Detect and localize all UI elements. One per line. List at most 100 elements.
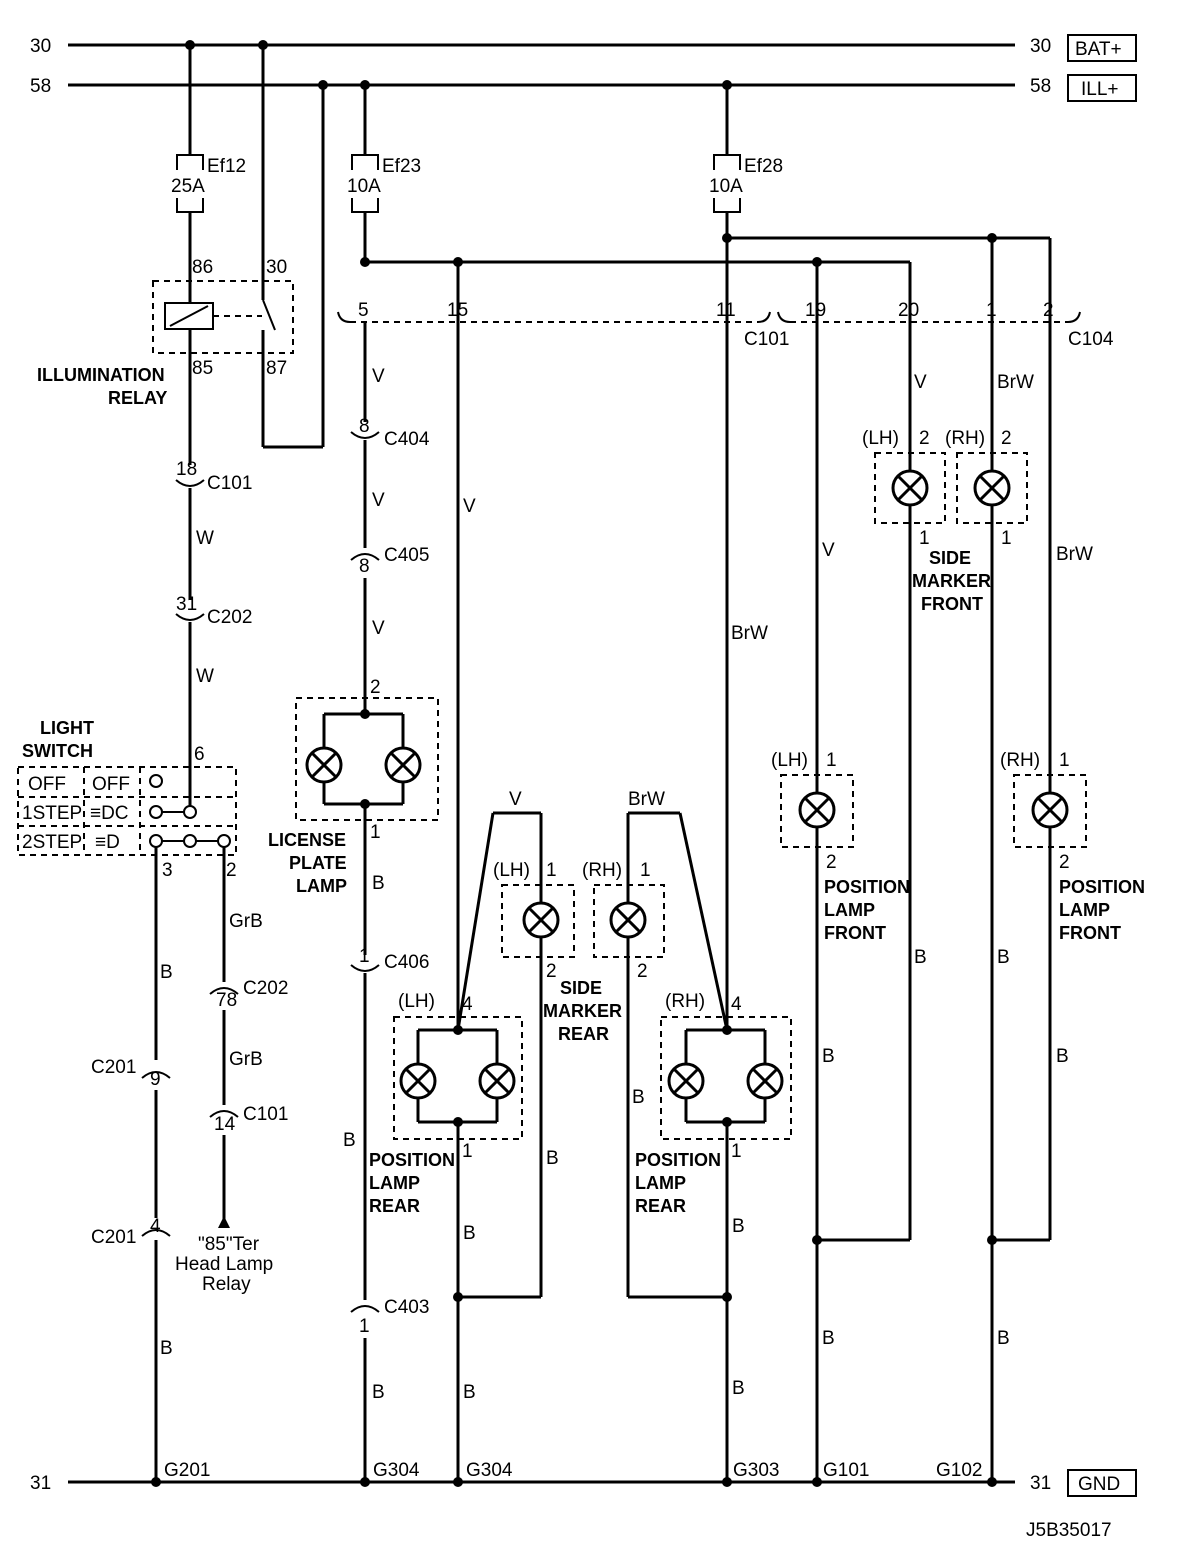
- plf-rh-label-3: FRONT: [1059, 923, 1121, 943]
- ef23-bus: [360, 257, 912, 322]
- fuse-ef12: Ef12 25A: [171, 45, 246, 282]
- bulb-icon: [973, 469, 1011, 507]
- c202-label-b: C202: [243, 978, 288, 999]
- ef28-bus: [722, 233, 1052, 322]
- rail-58: 58 58 ILL+: [30, 74, 1137, 102]
- smf-rh-tag: (RH): [945, 428, 985, 449]
- wire-v-6: V: [822, 540, 835, 561]
- side-marker-front-lh: [874, 452, 946, 524]
- wire-brw-2: BrW: [628, 789, 665, 810]
- smf-lh-pin2: 2: [919, 428, 930, 449]
- position-lamp-rear-lh-circuit: V V (LH) 1 2 B (LH) 4: [369, 262, 575, 1487]
- wire-b-plf-lh: B: [822, 1046, 835, 1067]
- fuse-ef23-name: Ef23: [382, 156, 421, 177]
- wire-b-smr-lh: B: [546, 1148, 559, 1169]
- wire-brw-4: BrW: [1056, 544, 1093, 565]
- plf-rh-label-2: LAMP: [1059, 900, 1110, 920]
- wire-v-4: V: [463, 496, 476, 517]
- license-plate-circuit: V 8 C404 V C405 8 V 2 1 LICENSE PLATE: [268, 322, 439, 1487]
- license-pin-1: 1: [370, 822, 381, 843]
- wire-b-smf-lh: B: [914, 947, 927, 968]
- relay-to-switch-wire: 18 C101 W 31 C202 W: [175, 459, 252, 768]
- plr-rh-pin1: 1: [731, 1141, 742, 1162]
- bulb-icon: [399, 1062, 437, 1100]
- plr-lh-pin4: 4: [462, 994, 473, 1015]
- smr-rh-pin2: 2: [637, 961, 648, 982]
- c104-pin20: 20: [898, 300, 919, 321]
- bat-plus-tag: BAT+: [1075, 39, 1122, 60]
- wire-v-7: V: [914, 372, 927, 393]
- c101-label-b: C101: [243, 1104, 288, 1125]
- relay-pin-86: 86: [192, 257, 213, 278]
- plf-lh-pin2: 2: [826, 852, 837, 873]
- smf-label-2: MARKER: [912, 571, 991, 591]
- wire-b-plr-rh: B: [732, 1216, 745, 1237]
- rail-30: 30 30 BAT+: [30, 34, 1137, 62]
- wire-b-lic3: B: [372, 1382, 385, 1403]
- plr-lh-tag: (LH): [398, 991, 435, 1012]
- c104-label: C104: [1068, 329, 1114, 350]
- relay-title-1: ILLUMINATION: [37, 365, 165, 385]
- bulb-icon: [667, 1062, 705, 1100]
- switch-title-2: SWITCH: [22, 741, 93, 761]
- plf-rh-tag: (RH): [1000, 750, 1040, 771]
- plf-lh-label-1: POSITION: [824, 877, 910, 897]
- wire-b-plr-rh-l: B: [632, 1087, 645, 1108]
- smf-lh-tag: (LH): [862, 428, 899, 449]
- smr-lh-pin1: 1: [546, 860, 557, 881]
- plf-lh-label-3: FRONT: [824, 923, 886, 943]
- smf-lh-pin1: 1: [919, 528, 930, 549]
- rail-31-label-right: 31: [1030, 1473, 1051, 1494]
- wire-b-plr-rh2: B: [732, 1378, 745, 1399]
- plf-lh-pin1: 1: [826, 750, 837, 771]
- bulb-icon: [746, 1062, 784, 1100]
- front-lh-circuit: V (LH) 1 2 POSITION LAMP FRONT B B G101 …: [771, 262, 946, 1487]
- c403-label: C403: [384, 1297, 429, 1318]
- c201-label-a: C201: [91, 1057, 136, 1078]
- fuse-ef28: Ef28 10A: [709, 85, 783, 238]
- wire-b-plf-rh: B: [1056, 1046, 1069, 1067]
- plf-rh-label-1: POSITION: [1059, 877, 1145, 897]
- smf-label-1: SIDE: [929, 548, 971, 568]
- c101-pin18: 18: [176, 459, 197, 480]
- c104-pin2: 2: [1043, 300, 1054, 321]
- license-plate-lamp: [295, 697, 439, 821]
- wire-b-plf-rh2: B: [997, 1328, 1010, 1349]
- license-label-2: PLATE: [289, 853, 347, 873]
- smf-label-3: FRONT: [921, 594, 983, 614]
- wire-b-lic2: B: [343, 1130, 356, 1151]
- plf-lh-tag: (LH): [771, 750, 808, 771]
- switch-ground-wire: B C201 9 C201 4 B G201: [91, 847, 210, 1487]
- wire-v-2: V: [372, 490, 385, 511]
- relay-ref-3: Relay: [202, 1274, 251, 1295]
- plr-rh-label-3: REAR: [635, 1196, 686, 1216]
- smr-label-3: REAR: [558, 1024, 609, 1044]
- side-marker-front-rh: [956, 452, 1028, 524]
- front-rh-circuit: BrW (RH) 2 1 B B G102 BrW (RH) 1 2 POSIT…: [936, 238, 1145, 1487]
- wire-brw-3: BrW: [997, 372, 1034, 393]
- rail-30-label-right: 30: [1030, 36, 1051, 57]
- wire-b-sw2: B: [160, 1338, 173, 1359]
- c405-label: C405: [384, 545, 429, 566]
- diagram-id: J5B35017: [1026, 1520, 1112, 1541]
- c404-label: C404: [384, 429, 430, 450]
- plf-rh-pin2: 2: [1059, 852, 1070, 873]
- wire-v-3: V: [372, 618, 385, 639]
- smr-rh-tag: (RH): [582, 860, 622, 881]
- ground-g303: G303: [733, 1460, 779, 1481]
- relay-ref-2: Head Lamp: [175, 1254, 273, 1275]
- bulb-icon: [522, 901, 560, 939]
- c406-pin1: 1: [359, 946, 370, 967]
- relay-title-2: RELAY: [108, 388, 167, 408]
- wire-b-sw: B: [160, 962, 173, 983]
- wire-b-plr-lh2: B: [463, 1382, 476, 1403]
- relay-pin-85: 85: [192, 358, 213, 379]
- fuse-ef12-rating: 25A: [171, 176, 205, 197]
- wire-v-5: V: [509, 789, 522, 810]
- ground-g201: G201: [164, 1460, 210, 1481]
- license-label-3: LAMP: [296, 876, 347, 896]
- switch-pin-3: 3: [162, 860, 173, 881]
- fuse-ef23-rating: 10A: [347, 176, 381, 197]
- bulb-icon: [609, 901, 647, 939]
- bulb-icon: [384, 746, 422, 784]
